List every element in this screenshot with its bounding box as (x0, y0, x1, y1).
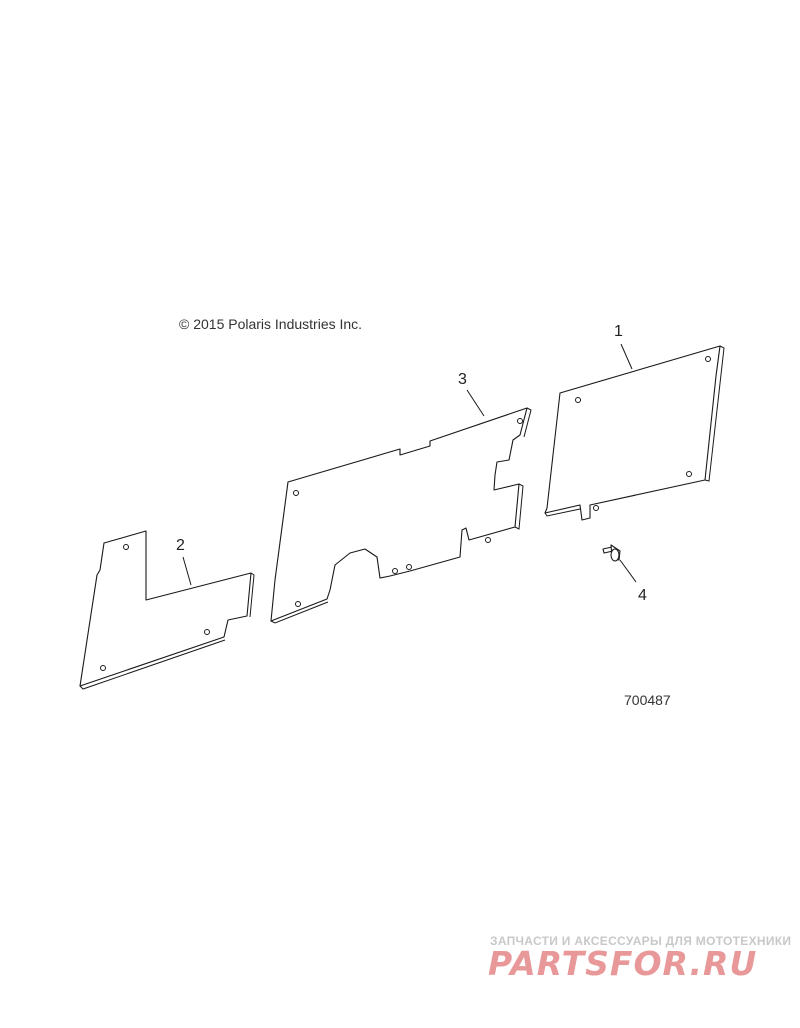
mount-hole (686, 471, 692, 477)
mount-hole (406, 564, 412, 570)
callout-2: 2 (176, 537, 185, 554)
panel-part-1 (544, 345, 725, 521)
mount-hole (100, 665, 106, 671)
leader-line-1 (620, 343, 633, 370)
mount-hole (593, 505, 599, 511)
panel-part-3 (270, 407, 532, 624)
mount-hole (517, 418, 523, 424)
mount-hole (293, 490, 299, 496)
copyright-notice: © 2015 Polaris Industries Inc. (179, 316, 363, 332)
panel-part-2 (79, 530, 255, 690)
watermark-logo: PARTSFOR.RU (488, 944, 758, 983)
mount-hole (204, 629, 210, 635)
figure-number: 700487 (624, 692, 671, 708)
leader-line-3 (466, 389, 485, 417)
watermark-tagline: ЗАПЧАСТИ И АКСЕССУАРЫ ДЛЯ МОТОТЕХНИКИ (490, 934, 792, 948)
mount-hole (705, 356, 711, 362)
leader-line-2 (182, 556, 192, 586)
mount-hole (295, 601, 301, 607)
mount-hole (392, 568, 398, 574)
callout-3: 3 (458, 371, 467, 388)
callout-1: 1 (614, 323, 623, 340)
push-rivet-part-4 (602, 544, 621, 562)
mount-hole (485, 537, 491, 543)
mount-hole (575, 397, 581, 403)
callout-4: 4 (638, 587, 647, 604)
leader-line-4 (619, 559, 637, 583)
mount-hole (123, 544, 129, 550)
